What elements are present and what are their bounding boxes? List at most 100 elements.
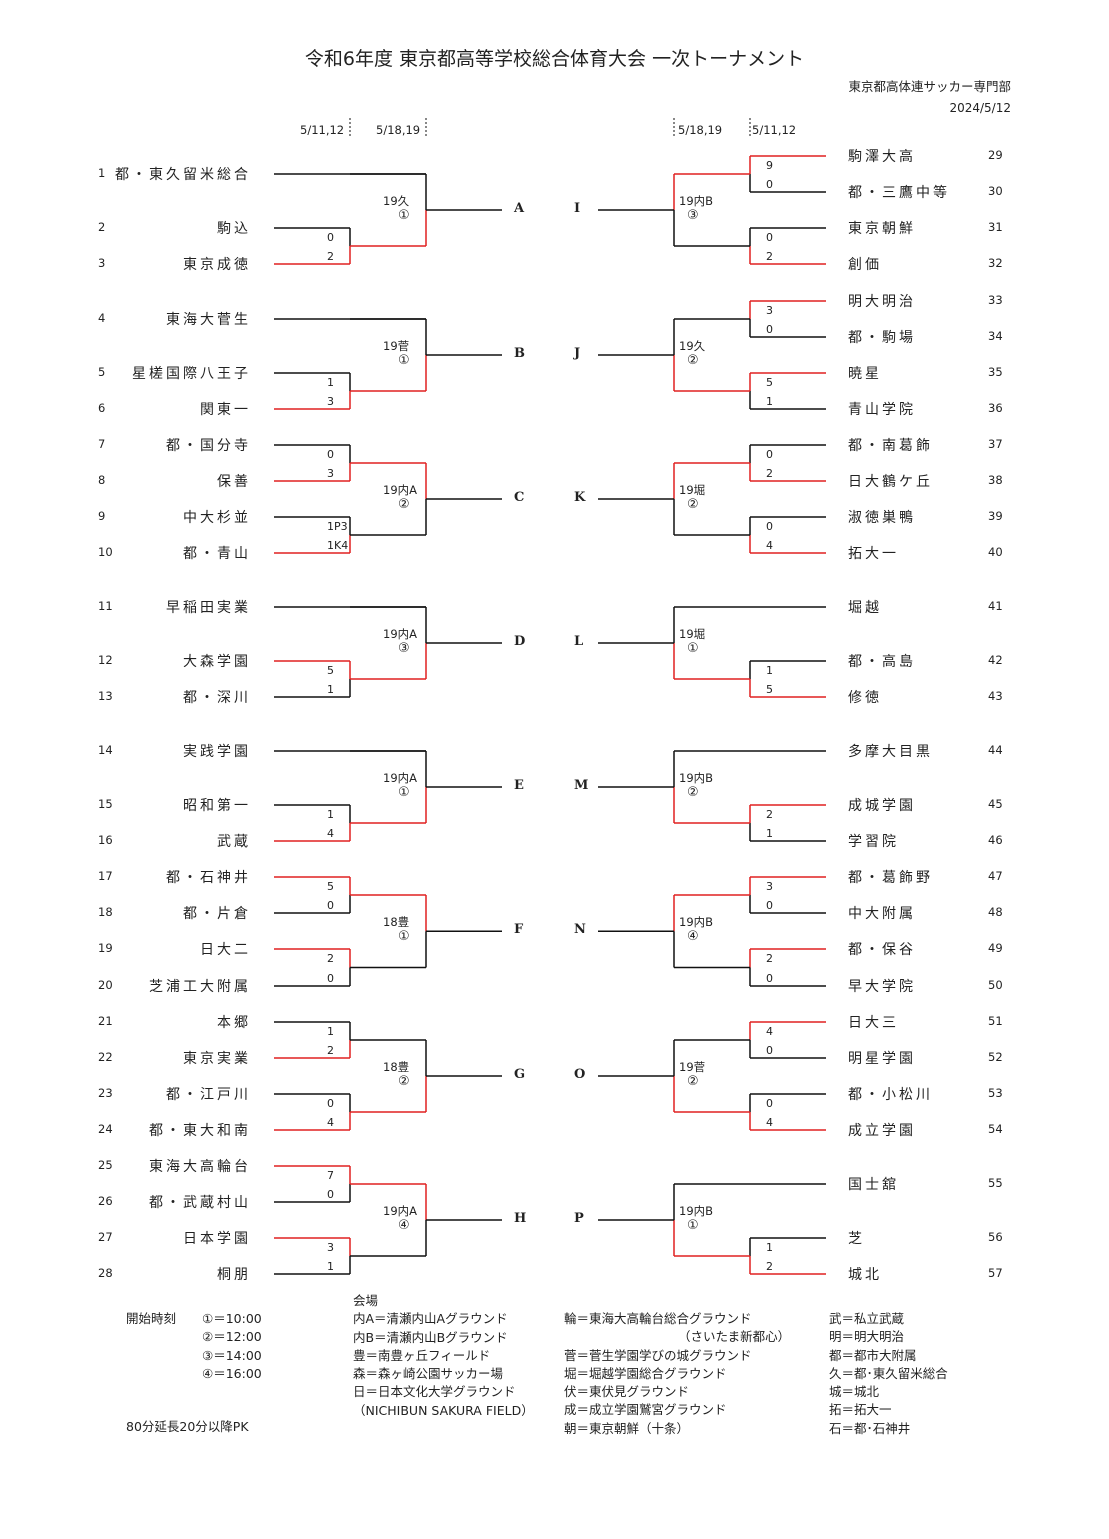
score: 1 (327, 1260, 334, 1273)
team-number: 32 (988, 256, 1003, 270)
team-number: 21 (98, 1014, 113, 1028)
score: 0 (766, 1097, 773, 1110)
team-name: 芝 (848, 1231, 865, 1247)
team-number: 10 (98, 545, 113, 559)
team-name: 駒澤大高 (848, 149, 916, 165)
block-label: B (514, 346, 525, 361)
match-venue: 19久 (679, 339, 706, 353)
match-slot: ④ (687, 929, 699, 945)
team-number: 26 (98, 1194, 113, 1208)
venue-entry: 日＝日本文化大学グラウンド (353, 1384, 516, 1400)
team-number: 23 (98, 1086, 113, 1100)
team-name: 都・片倉 (183, 906, 251, 922)
abbrev-legend: 武＝私立武蔵 明＝明大明治 都＝都市大附属 久＝都･東久留米総合 城＝城北 拓＝… (829, 1310, 948, 1438)
score: 0 (327, 231, 334, 244)
block-label: H (514, 1211, 527, 1226)
team-name: 中大附属 (848, 906, 916, 922)
score: 4 (766, 1025, 773, 1038)
score: 5 (327, 664, 334, 677)
team-number: 33 (988, 293, 1003, 307)
score: 0 (766, 1044, 773, 1057)
match-venue: 19内B (679, 1204, 714, 1218)
score: 0 (766, 231, 773, 244)
score: 5 (327, 880, 334, 893)
team-name: 多摩大目黒 (848, 744, 933, 760)
team-name: 都・三鷹中等 (848, 185, 950, 201)
publish-date: 2024/5/12 (949, 101, 1011, 115)
start-time-legend: 開始時刻 (126, 1310, 176, 1328)
team-name: 日大三 (848, 1015, 899, 1031)
team-number: 3 (98, 256, 106, 270)
team-number: 29 (988, 148, 1003, 162)
team-number: 44 (988, 743, 1003, 757)
match-venue: 19内B (679, 915, 714, 930)
team-name: 青山学院 (848, 402, 916, 418)
team-number: 6 (98, 401, 106, 415)
score: 1P3 (327, 520, 348, 533)
team-name: 都・江戸川 (166, 1087, 251, 1103)
round-date-right-r2: 5/18,19 (678, 123, 723, 137)
start-time: ③＝14:00 (202, 1347, 262, 1363)
team-name: 都・南葛飾 (848, 438, 933, 454)
team-number: 38 (988, 473, 1003, 487)
match-venue: 18豊 (383, 915, 410, 930)
block-label: F (514, 922, 524, 938)
team-name: 暁星 (848, 366, 882, 382)
score: 3 (766, 880, 773, 893)
team-name: 東京実業 (183, 1051, 251, 1067)
score: 0 (327, 1188, 334, 1201)
team-name: 修徳 (848, 690, 882, 706)
block-label: M (574, 778, 589, 793)
score: 2 (766, 250, 773, 263)
score: 1K4 (327, 539, 349, 552)
match-venue: 18豊 (383, 1060, 410, 1074)
venue-entry: （NICHIBUN SAKURA FIELD） (353, 1402, 534, 1418)
start-time: ④＝16:00 (202, 1365, 262, 1381)
match-venue: 19堀 (679, 483, 706, 497)
round-date-left-r1: 5/11,12 (300, 123, 345, 137)
block-label: E (514, 778, 524, 793)
team-name: 都・青山 (183, 546, 251, 562)
block-label: P (574, 1211, 584, 1226)
team-name: 昭和第一 (183, 798, 251, 814)
team-name: 保善 (217, 474, 251, 490)
team-name: 早大学院 (848, 979, 916, 995)
team-number: 55 (988, 1176, 1003, 1190)
team-name: 東京成徳 (183, 257, 251, 273)
match-slot: ① (398, 785, 410, 800)
block-label: C (514, 490, 525, 505)
team-name: 城北 (848, 1267, 882, 1283)
team-number: 13 (98, 689, 113, 703)
score: 2 (327, 250, 334, 263)
block-label: K (574, 490, 586, 505)
team-number: 27 (98, 1230, 113, 1244)
team-name: 本郷 (217, 1015, 251, 1031)
score: 9 (766, 159, 773, 172)
team-name: 桐朋 (217, 1267, 251, 1283)
team-name: 都・葛飾野 (848, 870, 933, 886)
start-time: ②＝12:00 (202, 1329, 262, 1345)
team-number: 8 (98, 473, 106, 487)
team-number: 40 (988, 545, 1003, 559)
team-name: 東京朝鮮 (848, 221, 916, 237)
score: 0 (766, 323, 773, 336)
score: 0 (327, 1097, 334, 1110)
start-times: ①＝10:00 ②＝12:00 ③＝14:00 ④＝16:00 (202, 1310, 262, 1383)
team-name: 学習院 (848, 834, 899, 850)
team-number: 39 (988, 509, 1003, 523)
venue-entry: （さいたま新都心） (678, 1329, 791, 1345)
team-name: 拓大一 (848, 546, 899, 562)
team-number: 2 (98, 220, 106, 234)
team-name: 東海大菅生 (166, 312, 251, 328)
venue-entry: 菅＝菅生学園学びの城グラウンド (564, 1347, 752, 1363)
team-number: 31 (988, 220, 1003, 234)
team-name: 淑徳巣鴨 (848, 510, 916, 526)
score: 0 (327, 971, 334, 985)
team-name: 明大明治 (848, 294, 916, 310)
venue-heading: 会場 (353, 1293, 379, 1308)
team-number: 47 (988, 869, 1003, 883)
venue-entry: 成＝成立学園鷲宮グラウンド (564, 1402, 727, 1418)
team-number: 12 (98, 653, 113, 667)
team-number: 20 (98, 978, 113, 992)
team-name: 早稲田実業 (166, 600, 251, 616)
